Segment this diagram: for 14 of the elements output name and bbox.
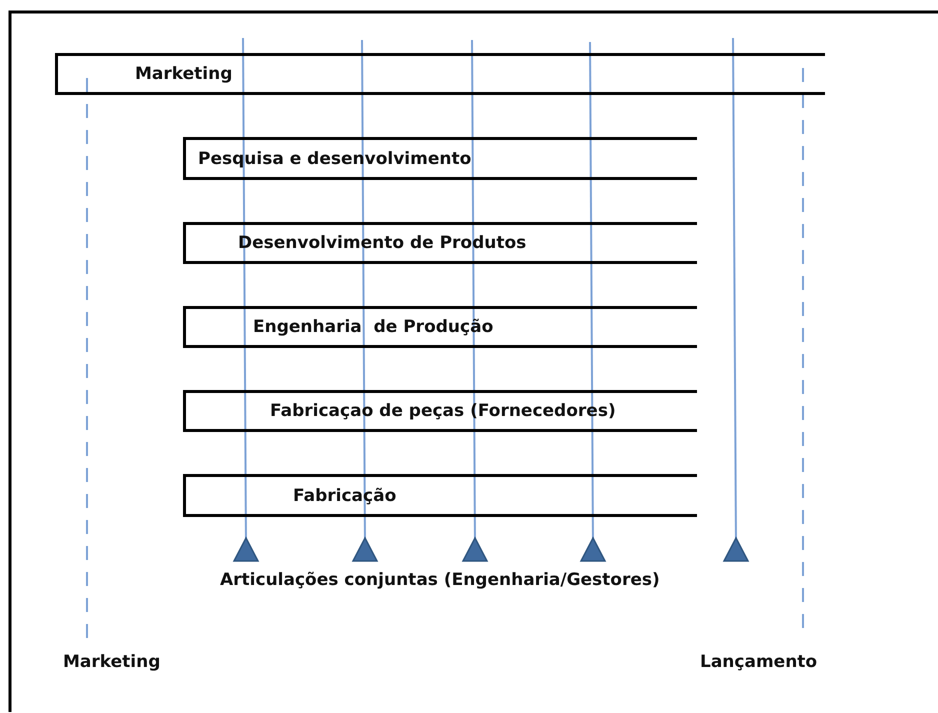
phase-label: Fabricaçao de peças (Fornecedores) xyxy=(270,401,616,421)
phase-label: Pesquisa e desenvolvimento xyxy=(198,148,472,168)
phase-band xyxy=(183,306,697,348)
timeline-label: Marketing xyxy=(63,652,160,672)
phase-band xyxy=(183,222,697,264)
phase-band xyxy=(183,137,697,180)
phase-band xyxy=(55,53,825,95)
phase-label: Marketing xyxy=(135,64,232,84)
phase-label: Desenvolvimento de Produtos xyxy=(238,233,526,253)
annotation-text: Articulações conjuntas (Engenharia/Gestores) xyxy=(220,570,660,590)
timeline-label: Lançamento xyxy=(700,652,818,672)
phase-label: Fabricação xyxy=(293,486,396,506)
phase-label: Engenharia de Produção xyxy=(253,317,494,337)
phase-band xyxy=(183,474,697,517)
